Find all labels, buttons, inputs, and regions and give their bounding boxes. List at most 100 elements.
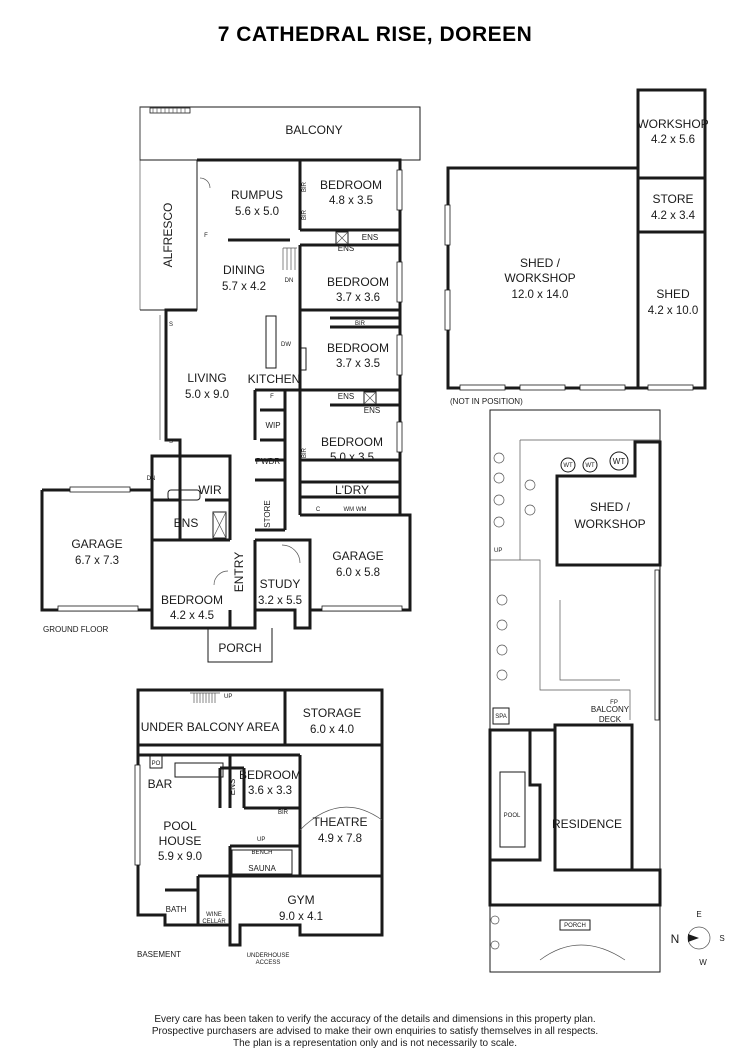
label-storage: STORAGE (303, 706, 361, 720)
label-dn-ground: DN (147, 476, 156, 482)
bathtub (167, 489, 201, 501)
site-water-tank-2 (582, 457, 598, 473)
kitchen-bench (299, 347, 307, 371)
dims-garage1: 6.7 x 7.3 (75, 555, 119, 567)
dims-theatre: 4.9 x 7.8 (318, 833, 362, 845)
label-pwdr: PWDR (256, 457, 281, 466)
theatre-seating-arc (299, 806, 383, 831)
label-bench: BENCH (251, 850, 272, 856)
label-ens-basement: ENS (228, 779, 237, 795)
laundry-walls (298, 460, 400, 517)
compass-e: E (696, 910, 701, 919)
property-title: 7 CATHEDRAL RISE, DOREEN (218, 23, 533, 46)
site-tree (524, 479, 536, 491)
dims-bedroom5: 4.2 x 4.5 (170, 610, 214, 622)
label-store-small: STORE (263, 500, 272, 527)
dims-bedroom2: 3.7 x 3.6 (336, 292, 380, 304)
bar-counter (174, 762, 224, 778)
label-bir-c: BIR (302, 209, 308, 220)
label-balcony-deck-2: DECK (599, 715, 622, 724)
label-up-basement: UP (224, 694, 232, 700)
label-store: STORE (652, 192, 693, 206)
label-dw: DW (281, 342, 291, 348)
label-wt-2: WT (585, 463, 595, 469)
shed-window-left-2 (444, 204, 451, 246)
label-site-porch: PORCH (564, 923, 586, 929)
site-plan: SHED / WORKSHOP RESIDENCE BALCONY DECK P… (488, 409, 662, 973)
label-bedroom1: BEDROOM (320, 178, 382, 192)
dims-pool-house: 5.9 x 9.0 (158, 851, 202, 863)
label-bir-d: BIR (302, 447, 308, 458)
label-site-shed: SHED / (590, 500, 631, 514)
label-bath: BATH (166, 905, 187, 914)
site-tree (493, 472, 505, 484)
shed-door-2 (519, 384, 566, 391)
porch-outline (207, 628, 273, 663)
disclaimer-line-1: Every care has been taken to verify the … (154, 1014, 595, 1025)
basement-outer-walls (136, 688, 384, 947)
basement-stairs (190, 692, 220, 703)
label-house: HOUSE (159, 834, 202, 848)
dims-bedroom4: 5.0 x 3.5 (330, 452, 374, 464)
site-driveway (539, 944, 626, 961)
label-ground-floor: GROUND FLOOR (43, 625, 109, 634)
label-f1: F (204, 233, 208, 239)
outbuilding-interior-walls (636, 168, 705, 388)
site-tree (493, 452, 505, 464)
poolhouse-glass (134, 764, 141, 866)
label-basement-floor: BASEMENT (137, 950, 181, 959)
stair-marker (149, 107, 191, 114)
garage-left-window (69, 486, 131, 493)
label-site-up: UP (494, 548, 502, 554)
label-shed: SHED (656, 287, 690, 301)
disclaimer-line-2: Prospective purchasers are advised to ma… (152, 1026, 598, 1037)
label-entry: ENTRY (232, 552, 246, 592)
study-walls (253, 538, 312, 610)
label-wip: WIP (265, 421, 280, 430)
site-water-tank-3 (609, 451, 629, 471)
shed-window-left (444, 289, 451, 331)
compass-s: S (719, 934, 724, 943)
site-tree (490, 915, 500, 925)
label-shed-workshop-2: WORKSHOP (504, 271, 575, 285)
label-porch: PORCH (218, 641, 261, 655)
label-c: C (316, 507, 321, 513)
label-shed-workshop-1: SHED / (520, 256, 561, 270)
site-water-tank-1 (560, 457, 576, 473)
label-f2: F (270, 394, 274, 400)
site-tree (496, 619, 508, 631)
label-bedroom5: BEDROOM (161, 593, 223, 607)
site-spa (492, 707, 510, 725)
label-fp: FP (610, 700, 618, 706)
disclaimer-line-3: The plan is a representation only and is… (233, 1038, 517, 1049)
ground-floor-plan: BALCONY ALFRESCO RUMPUS 5.6 x 5.0 DINING… (40, 106, 421, 663)
compass: N E S W (671, 910, 725, 967)
label-bedroom3: BEDROOM (327, 341, 389, 355)
label-not-in-position: (NOT IN POSITION) (450, 397, 523, 406)
label-gym: GYM (287, 893, 314, 907)
label-po: PO (152, 761, 161, 767)
site-tree (524, 504, 536, 516)
label-living: LIVING (187, 371, 226, 385)
label-wm: WM WM (344, 507, 367, 513)
site-porch-box (559, 919, 591, 931)
shed-door-3 (579, 384, 626, 391)
dims-bedroom-basement: 3.6 x 3.3 (248, 785, 292, 797)
dims-bedroom1: 4.8 x 3.5 (329, 195, 373, 207)
basement-ensuite-walls (218, 755, 244, 808)
label-ens1: ENS (338, 244, 354, 253)
label-ens1b: ENS (362, 233, 378, 242)
outbuilding-plan: WORKSHOP 4.2 x 5.6 STORE 4.2 x 3.4 SHED … (444, 88, 709, 406)
label-bir-basement: BIR (278, 810, 289, 816)
stair-lines (152, 108, 186, 113)
site-pool (499, 771, 526, 848)
garage-left-door (57, 605, 139, 612)
dims-bedroom3: 3.7 x 3.5 (336, 358, 380, 370)
shed-door-4 (647, 384, 694, 391)
label-bar: BAR (148, 777, 173, 791)
shower-ens2 (363, 391, 377, 405)
label-alfresco: ALFRESCO (161, 203, 175, 268)
shower-ens1 (335, 231, 349, 245)
label-bir-a: BIR (355, 321, 366, 327)
